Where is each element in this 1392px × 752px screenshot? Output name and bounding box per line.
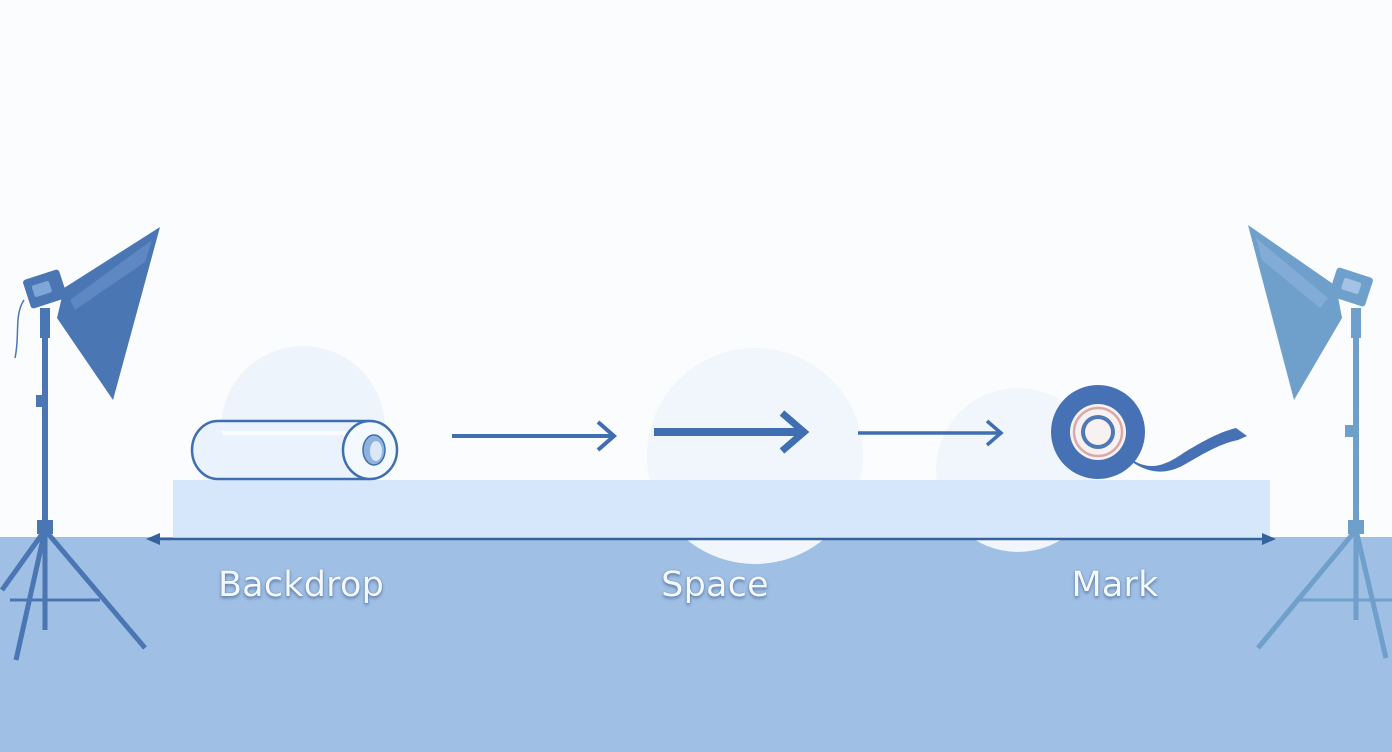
- tape-roll-icon: [1051, 385, 1247, 479]
- step-label-backdrop: Backdrop: [217, 565, 385, 605]
- light-stand-left: [0, 227, 160, 661]
- backdrop-platform: [173, 480, 1270, 538]
- step-label-mark: Mark: [1071, 565, 1159, 605]
- light-stand-right: [1248, 225, 1392, 659]
- softbox-right: [1248, 225, 1342, 400]
- width-dimension-line: [146, 533, 1276, 545]
- dimension-arrowhead-right: [1262, 533, 1276, 545]
- arrow-icon-1: [452, 420, 618, 452]
- arrow-icon-2: [654, 410, 810, 454]
- step-label-space: Space: [661, 565, 769, 605]
- dimension-arrowhead-left: [146, 533, 160, 545]
- arrow-icon-3: [858, 419, 1004, 447]
- softbox-left: [57, 227, 160, 400]
- studio-floor: [0, 537, 1392, 752]
- paper-roll-icon: [190, 419, 399, 481]
